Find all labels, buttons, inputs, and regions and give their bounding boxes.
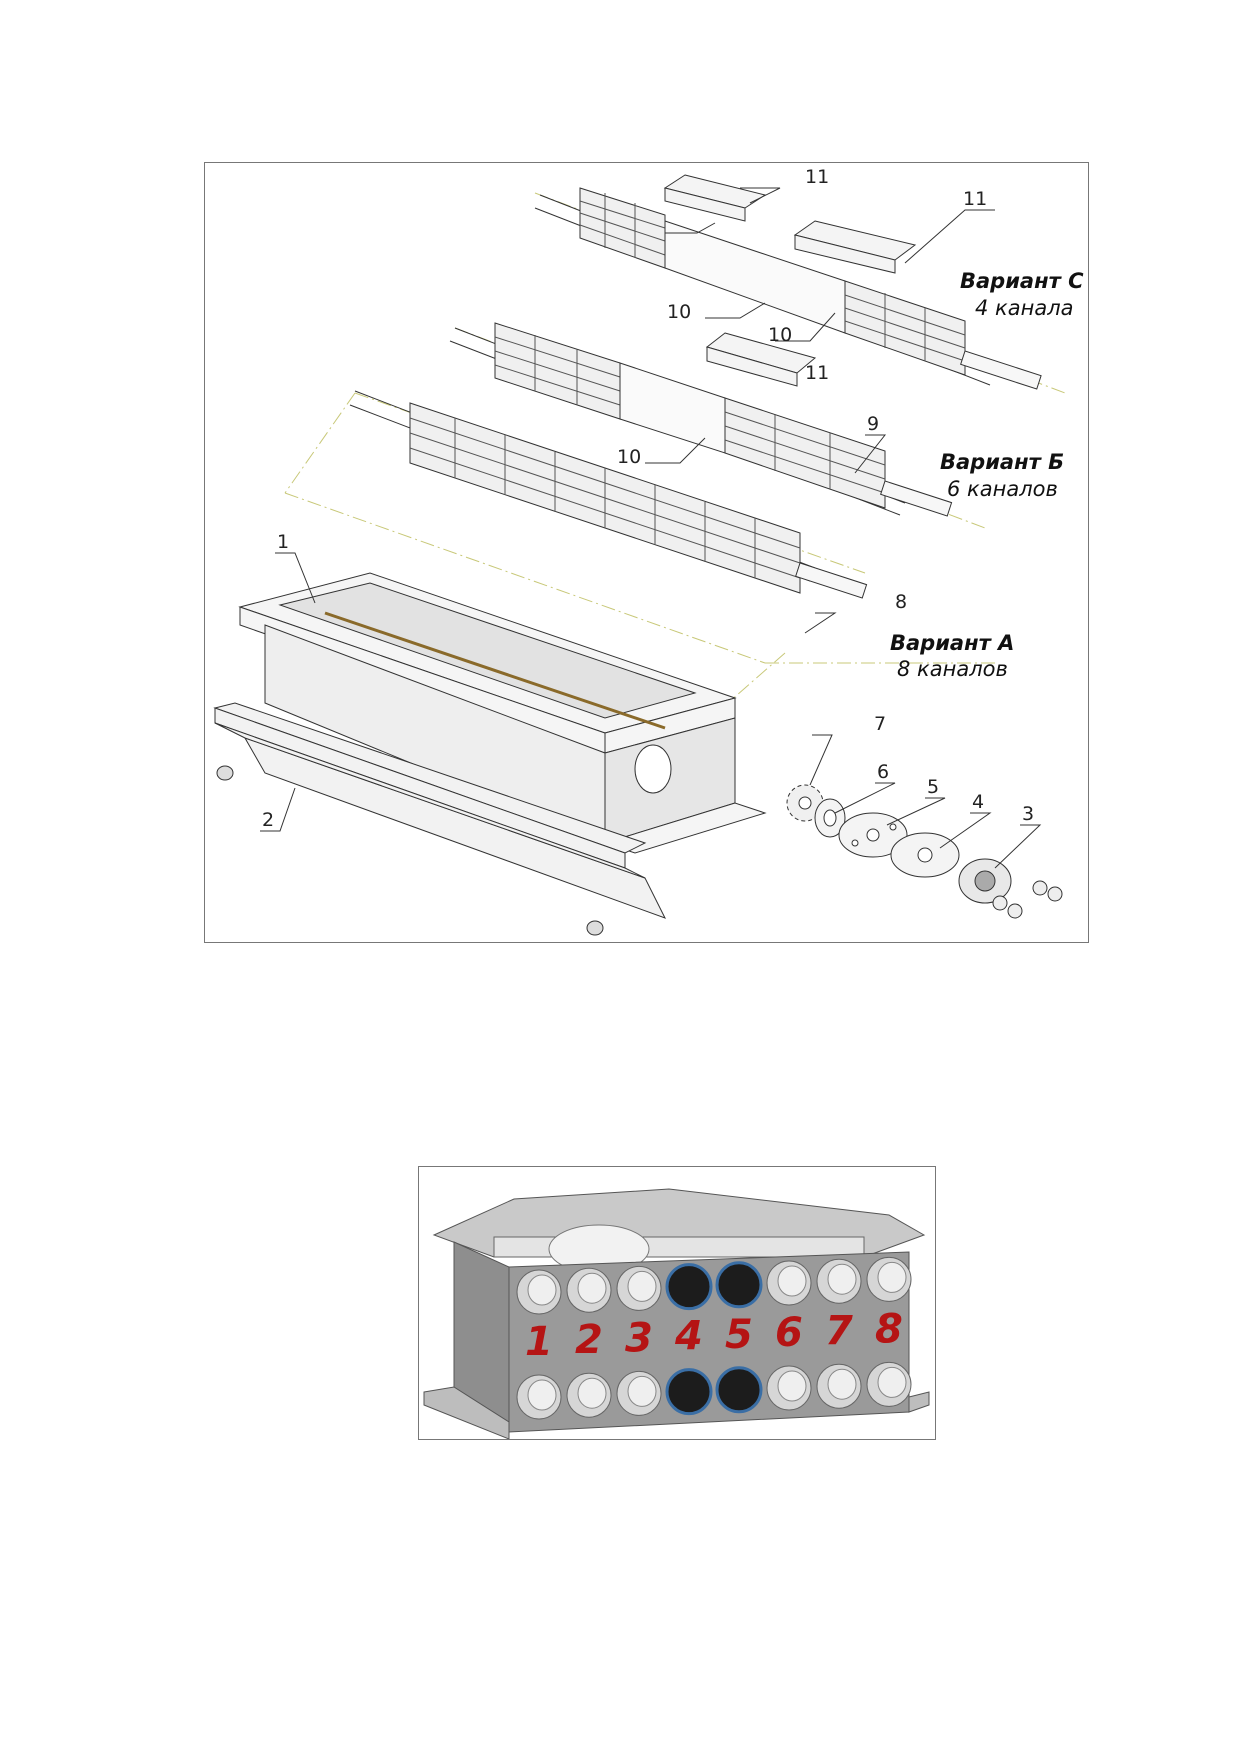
callout-1: 1: [277, 531, 289, 553]
callout-7: 7: [874, 713, 886, 735]
sprocket-7: [786, 784, 824, 822]
callout-9: 9: [867, 413, 879, 435]
variant-a-title: Вариант А: [890, 631, 1014, 655]
outlet-pipe-upper: [616, 1265, 662, 1311]
bearing-3: [958, 858, 1012, 904]
outlet-pipes: [516, 1256, 912, 1420]
callout-6: 6: [877, 761, 889, 783]
outlet-number-5: 5: [725, 1312, 753, 1358]
callout-10-b: 10: [617, 446, 641, 468]
nuts-washers: [992, 880, 1063, 919]
rotor-variant-c: [534, 187, 1042, 390]
washer-6: [814, 798, 846, 838]
callout-5: 5: [927, 776, 939, 798]
tray-2: [213, 702, 667, 936]
outlet-cap-lower: [715, 1366, 763, 1414]
outlet-pipe-upper: [566, 1267, 612, 1313]
callout-8: 8: [895, 591, 907, 613]
outlet-pipe-lower: [816, 1363, 862, 1409]
callout-10-c-right: 10: [768, 324, 792, 346]
outlet-pipe-upper: [516, 1269, 562, 1315]
leader-lines: [260, 187, 1042, 869]
outlet-number-1: 1: [525, 1319, 553, 1365]
exploded-assembly-figure: 1 2 3 4 5 6 7 8 9 10 10 10 11 11 11 Вари…: [204, 162, 1089, 943]
outlet-number-7: 7: [825, 1308, 853, 1354]
rotor-variant-a: [349, 390, 868, 599]
callout-11-c-right: 11: [963, 188, 987, 210]
variant-c-subtitle: 4 канала: [975, 296, 1073, 320]
callout-11-b: 11: [805, 362, 829, 384]
outlet-number-8: 8: [875, 1306, 903, 1352]
outlet-number-2: 2: [575, 1317, 603, 1363]
outlet-pipe-lower: [616, 1370, 662, 1416]
outlet-pipe-lower: [866, 1361, 912, 1407]
outlet-number-3: 3: [625, 1315, 653, 1361]
assembly-drawing: 1 2 3 4 5 6 7 8 9 10 10 10 11 11 11 Вари…: [213, 166, 1084, 936]
outlet-cap-upper: [715, 1261, 763, 1309]
rotor-variant-b: [449, 322, 953, 517]
callout-4: 4: [972, 791, 984, 813]
variant-b-subtitle: 6 каналов: [947, 477, 1058, 501]
outlet-pipe-upper: [766, 1260, 812, 1306]
variant-a-subtitle: 8 каналов: [897, 657, 1008, 681]
flange-4: [890, 832, 960, 878]
outlet-number-6: 6: [775, 1310, 803, 1356]
housing-1: [238, 572, 767, 854]
callout-3: 3: [1022, 803, 1034, 825]
outlet-pipe-lower: [766, 1365, 812, 1411]
variant-c-title: Вариант С: [960, 269, 1084, 293]
outlet-pipe-lower: [566, 1372, 612, 1418]
outlet-cap-upper: [665, 1263, 713, 1311]
covers-11: [663, 174, 917, 387]
variant-b-title: Вариант Б: [940, 450, 1064, 474]
outlet-cap-lower: [665, 1368, 713, 1416]
outlet-pipe-lower: [516, 1374, 562, 1420]
outlet-number-4: 4: [674, 1314, 703, 1360]
callout-10-c-left: 10: [667, 301, 691, 323]
callout-11-c-left: 11: [805, 166, 829, 188]
outlet-pipe-upper: [816, 1258, 862, 1304]
outlet-pipe-upper: [866, 1256, 912, 1302]
callout-2: 2: [262, 809, 274, 831]
